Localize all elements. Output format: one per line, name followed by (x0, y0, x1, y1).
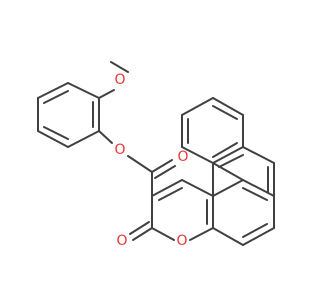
bond-p6-inner (158, 187, 183, 201)
bond-n2 (242, 179, 275, 197)
bond-oester-c (127, 155, 153, 173)
lactone-oxygen-label: O (116, 233, 127, 249)
bond-r4 (37, 130, 69, 148)
bond-p3 (189, 227, 214, 241)
carbonyl-oxygen-label: O (177, 149, 188, 165)
bond-u-inner2 (212, 105, 238, 120)
bond-t-inner1 (218, 154, 244, 168)
bond-u-inner3 (212, 142, 238, 158)
pyranone-ring: O O (116, 179, 214, 249)
bond-t5 (212, 162, 244, 181)
bond-lc-1 (132, 227, 153, 241)
bond-u4 (212, 97, 244, 116)
ring-oxygen-label: O (176, 233, 187, 249)
bond-t2 (212, 146, 244, 164)
bond-o-ring (98, 89, 115, 99)
bond-p6 (151, 179, 183, 197)
bond-u3 (181, 97, 214, 116)
naphthalene-ring-b (212, 146, 275, 197)
ester-oxygen-label: O (114, 142, 125, 158)
bond-n-inner2 (242, 223, 268, 238)
bond-r5 (67, 130, 100, 148)
bond-co-2 (154, 165, 176, 179)
naphthalene-ring-c (181, 97, 244, 164)
bond-p2 (151, 227, 175, 241)
bond-r1 (67, 82, 100, 99)
molecule-svg: O O O O O (37, 61, 275, 249)
bond-r2 (37, 82, 69, 99)
bond-me-o (110, 61, 129, 73)
methoxyphenyl-ring (37, 82, 100, 148)
bond-lc-2 (129, 221, 150, 235)
methoxy-group: O (98, 61, 129, 99)
bond-r2-inner (43, 90, 69, 104)
bond-n-inner3 (242, 187, 268, 201)
bond-co-1 (151, 159, 173, 173)
ester-group: O O (98, 130, 189, 197)
bond-r4-inner (43, 126, 69, 140)
bond-n1 (212, 179, 244, 197)
bond-u1 (181, 146, 214, 164)
structure-canvas: O O O O O (37, 61, 275, 249)
bond-n5 (212, 227, 244, 246)
bond-n4 (242, 227, 275, 246)
methoxy-oxygen-label: O (114, 72, 125, 88)
naphthalene-ring-a (206, 179, 275, 246)
bond-t3 (242, 146, 275, 164)
bond-ring-oester (98, 130, 113, 144)
bond-p5 (181, 179, 214, 197)
